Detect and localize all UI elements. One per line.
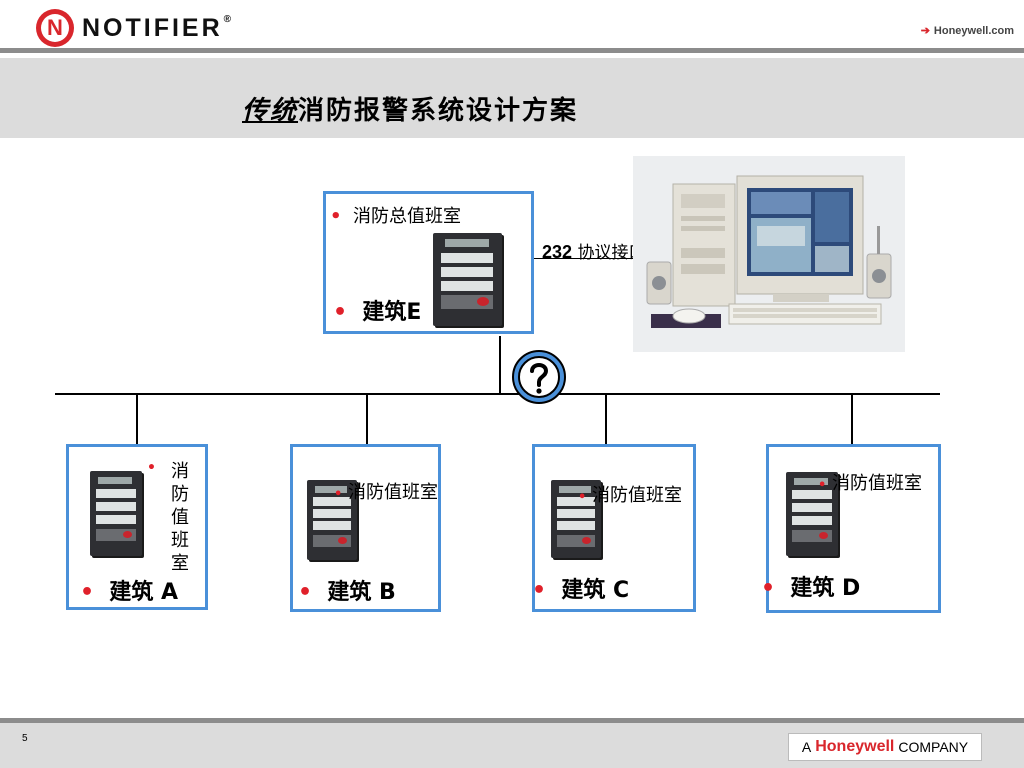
question-mark-icon [512,350,566,404]
brand-name: NOTIFIER® [82,13,235,42]
top-divider [0,48,1024,53]
building-d-name: • 建筑 D [761,576,861,601]
bottom-divider [0,718,1024,723]
drop-line-a [136,395,138,445]
rs232-line [503,258,646,259]
workstation-computer-image [633,156,905,352]
fire-panel-d [786,472,838,556]
notifier-logo-icon: N [36,9,74,47]
central-building-name: • 建筑E [333,300,422,325]
building-a-room-label: 消防值班室 [171,461,189,574]
arrow-right-icon: ➔ [920,25,930,37]
building-a-room-bullet: • [147,460,156,476]
building-c-room-label: • 消防值班室 [578,485,683,506]
building-b-room-label: • 消防值班室 [334,482,439,503]
building-d-room-label: • 消防值班室 [818,473,923,494]
slide-title-rest: 消防报警系统设计方案 [298,96,579,126]
building-c-name: • 建筑 C [532,578,630,603]
drop-line-b [366,395,368,445]
slide-title: 传统消防报警系统设计方案 [242,90,578,127]
building-b-name: • 建筑 B [298,580,396,605]
rs232-label: 232 协议接口 [542,242,646,263]
fire-panel-e [433,233,502,326]
central-room-label: • 消防总值班室 [330,206,461,227]
fire-panel-c [551,480,601,558]
title-band [0,58,1024,138]
slide-title-emphasis: 传统 [242,96,299,126]
notifier-logo: N NOTIFIER® [36,8,234,48]
drop-line-c [605,395,607,446]
central-drop-line [499,336,501,394]
fire-panel-b [307,480,357,560]
fire-panel-a [90,471,142,556]
page-number: 5 [22,733,28,744]
honeywell-link[interactable]: ➔Honeywell.com [920,25,1014,37]
drop-line-d [851,395,853,446]
bus-line [55,393,940,395]
building-a-name: • 建筑 A [80,580,179,605]
